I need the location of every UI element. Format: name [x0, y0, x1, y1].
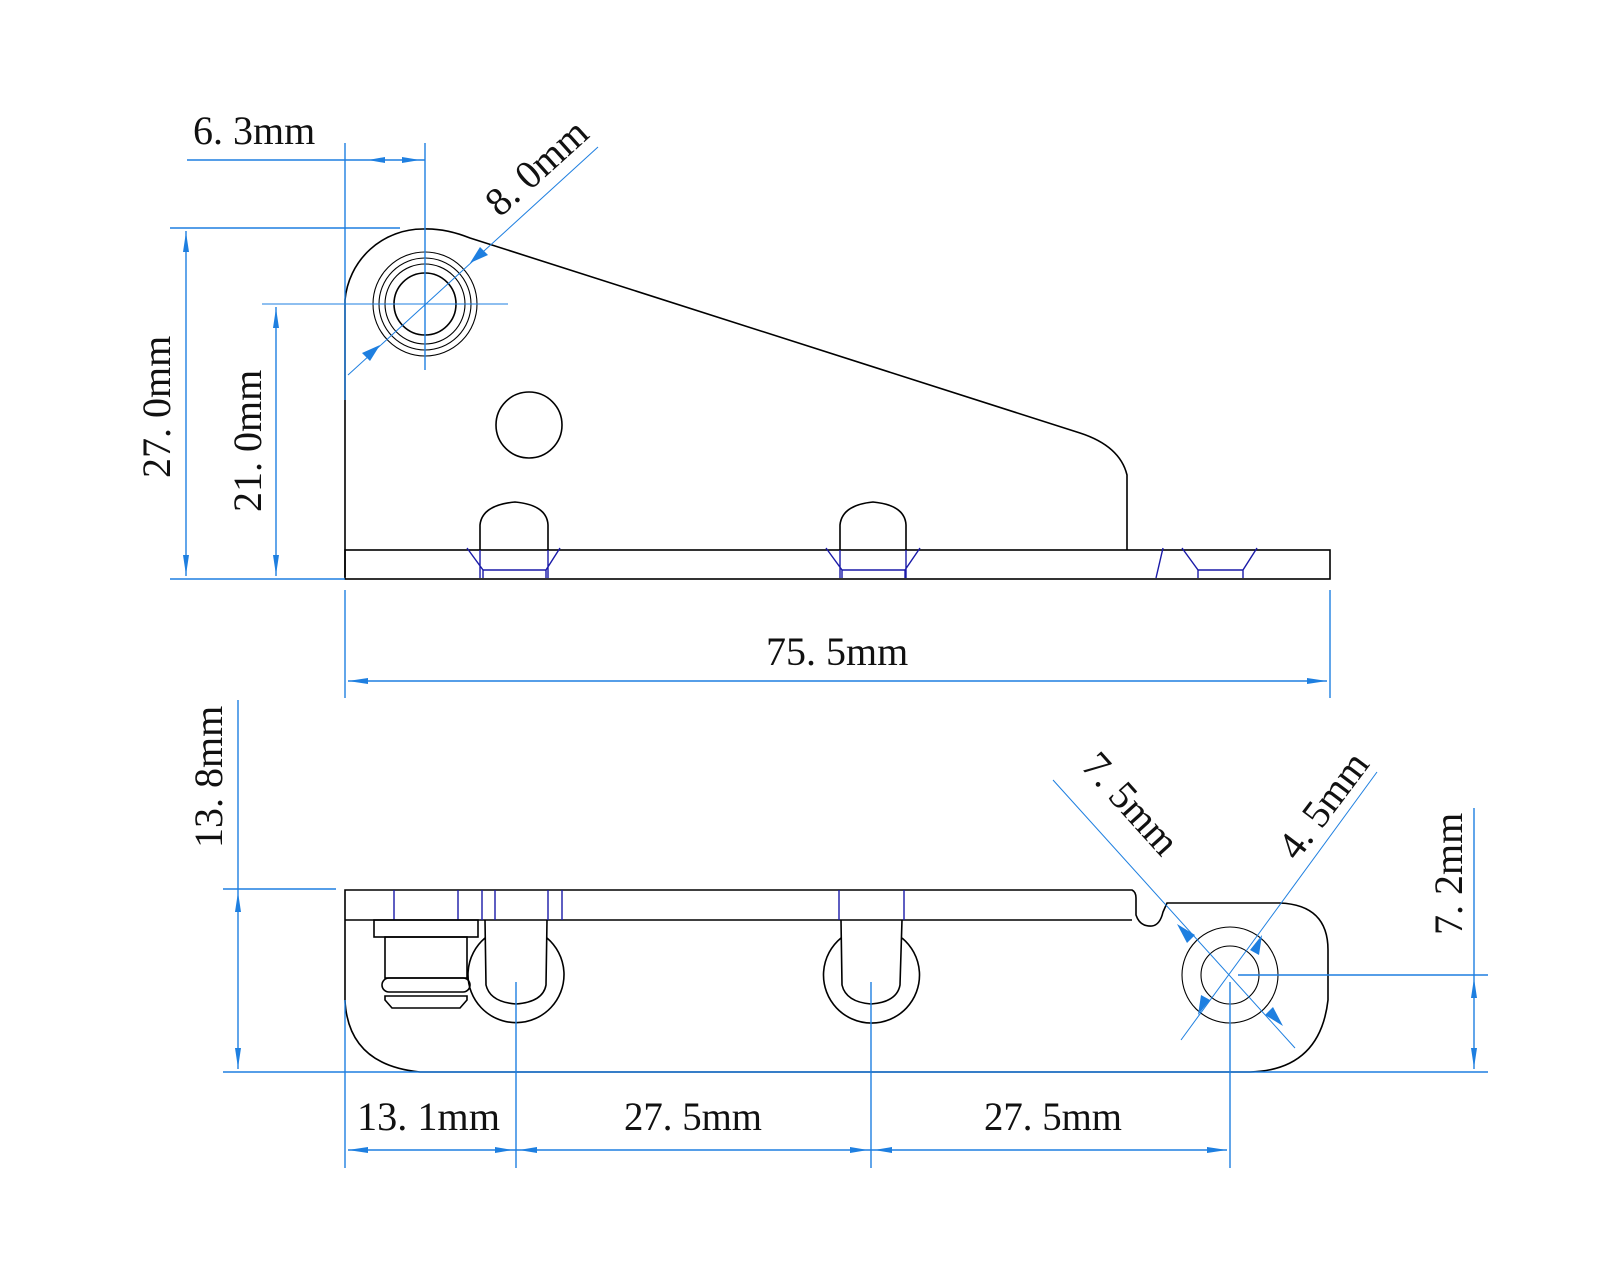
dim-chain: 13. 1mm 27. 5mm 27. 5mm [344, 1000, 1227, 1168]
label-hole-pitch-1: 27. 5mm [624, 1094, 762, 1139]
pin-body [373, 919, 479, 1009]
boss-2 [839, 501, 907, 550]
label-pin-diameter: 8. 0mm [476, 109, 597, 224]
dim-hole-center-offset: 7. 2mm [1238, 808, 1488, 1069]
label-overall-length: 75. 5mm [766, 629, 908, 674]
label-hole-outer-diameter: 7. 5mm [1073, 743, 1188, 864]
dim-hole-inner-diameter: 4. 5mm [1180, 743, 1378, 1041]
label-first-hole-offset: 13. 1mm [357, 1094, 500, 1139]
label-hole-center-offset: 7. 2mm [1426, 813, 1471, 935]
countersink-3 [1155, 547, 1258, 579]
boss-1 [479, 501, 549, 550]
dim-hole-outer-diameter: 7. 5mm [1052, 743, 1296, 1049]
top-view: 6. 3mm 8. 0mm 27. 0mm 21. 0mm [134, 108, 1331, 698]
bracket-profile [344, 228, 1128, 577]
label-overall-height: 27. 0mm [134, 336, 179, 478]
flange-strip [344, 889, 1280, 927]
label-hole-inner-diameter: 4. 5mm [1268, 743, 1378, 868]
dim-overall-height: 27. 0mm [134, 227, 400, 580]
base-plate [344, 549, 1331, 580]
dim-plan-width: 13. 8mm [186, 700, 1488, 1073]
dim-pin-center-height: 21. 0mm [225, 307, 279, 576]
plate-outline [344, 902, 1329, 1073]
mounting-hole [495, 391, 563, 459]
dim-pin-offset: 6. 3mm [187, 108, 426, 400]
flange-hidden-lines [393, 890, 905, 920]
label-hole-pitch-2: 27. 5mm [984, 1094, 1122, 1139]
countersink-1 [466, 547, 561, 578]
dim-overall-length: 75. 5mm [344, 590, 1331, 698]
label-pin-offset: 6. 3mm [193, 108, 315, 153]
countersink-2 [825, 547, 921, 578]
label-pin-center-height: 21. 0mm [225, 370, 270, 512]
bottom-view: 13. 8mm 7. 5mm 4. 5mm 7. 2mm [186, 700, 1488, 1168]
label-plan-width: 13. 8mm [186, 706, 231, 848]
